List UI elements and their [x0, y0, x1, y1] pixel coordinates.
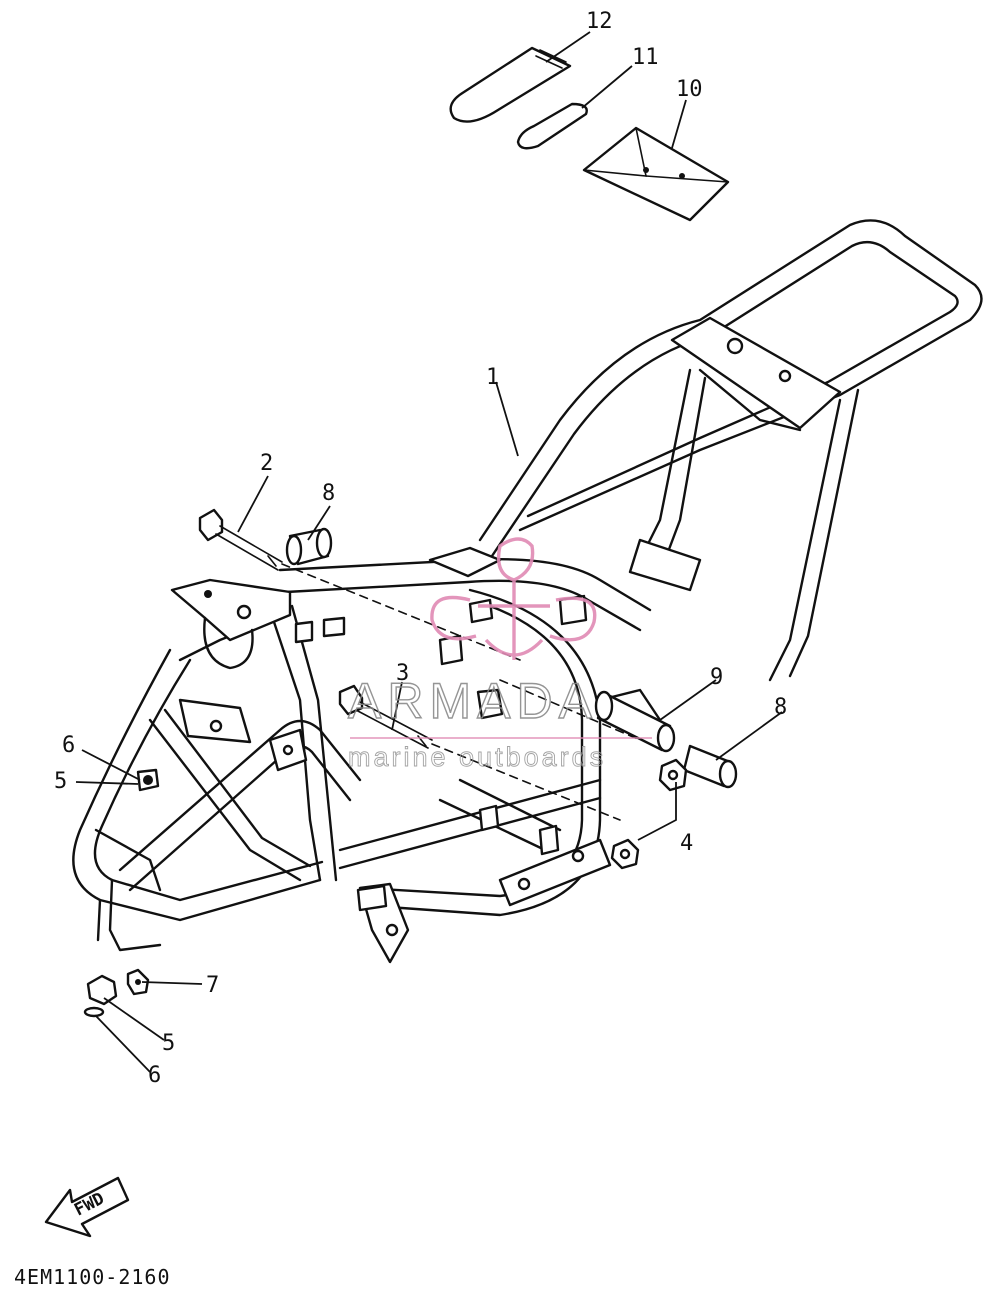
- fwd-arrow-icon: FWD: [44, 1176, 130, 1238]
- callout-2: 2: [260, 451, 273, 476]
- part-1-frame: [72, 219, 983, 964]
- leader-lines: [75, 31, 783, 1073]
- callout-6-lower: 6: [148, 1063, 161, 1088]
- drawing-number: 4EM1100-2160: [14, 1265, 171, 1289]
- callout-labels: 12 11 10 1 2 8 3 9 8 4 6 5 7 5 6: [54, 9, 787, 1088]
- callout-6-upper: 6: [62, 733, 75, 758]
- part-2-bolt: [198, 508, 283, 571]
- callout-12: 12: [586, 9, 613, 34]
- watermark-tagline: marine outboards: [348, 742, 606, 772]
- part-11-strap: [516, 102, 588, 150]
- watermark: ARMADA marine outboards: [347, 537, 652, 772]
- callout-4: 4: [680, 831, 693, 856]
- part-8-bushing-lower: [682, 744, 738, 789]
- anchor-logo-icon: [430, 537, 597, 660]
- callout-10: 10: [676, 77, 703, 102]
- callout-8-upper: 8: [322, 481, 335, 506]
- part-5-6-mount-upper: [136, 768, 160, 792]
- callout-1: 1: [486, 365, 499, 390]
- part-10-tool-bag: [582, 126, 730, 222]
- callout-7: 7: [206, 973, 219, 998]
- watermark-brand: ARMADA: [348, 673, 598, 729]
- part-4-nut-lower: [610, 838, 640, 870]
- part-7-bolt: [126, 968, 150, 996]
- callout-11: 11: [632, 45, 659, 70]
- part-3-bolt: [338, 684, 433, 749]
- part-4-nut-upper: [658, 758, 688, 792]
- callout-5-upper: 5: [54, 769, 67, 794]
- callout-8-lower: 8: [774, 695, 787, 720]
- part-12-strap: [449, 46, 572, 123]
- callout-5-lower: 5: [162, 1031, 175, 1056]
- part-8-bushing-upper: [285, 527, 333, 566]
- callout-3: 3: [396, 661, 409, 686]
- part-5-6-mount-lower: [83, 974, 118, 1018]
- callout-9: 9: [710, 665, 723, 690]
- part-9-collar: [594, 690, 676, 753]
